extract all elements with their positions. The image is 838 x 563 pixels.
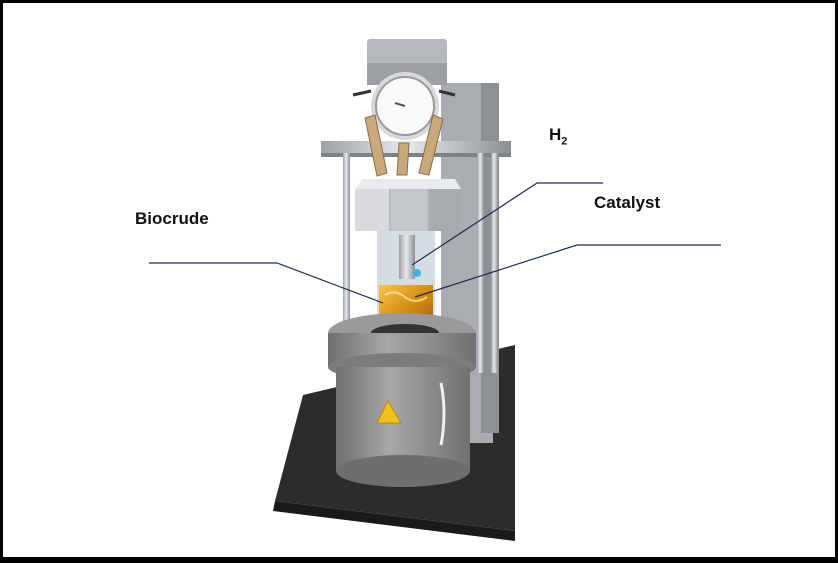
clamp-block-right xyxy=(429,189,461,231)
support-rod-right-1 xyxy=(477,153,484,373)
label-catalyst: Catalyst xyxy=(594,193,661,212)
label-h2: H2 xyxy=(549,125,567,147)
clamp-block-left xyxy=(355,189,389,231)
pressure-gauge-icon xyxy=(371,72,439,140)
support-rod-right-2 xyxy=(491,153,498,373)
gauge-arm-left xyxy=(352,89,372,97)
stirrer-shaft xyxy=(399,235,415,279)
label-biocrude: Biocrude xyxy=(135,209,209,228)
clamp-top xyxy=(355,179,461,189)
liquid-shine xyxy=(384,291,428,302)
warning-triangle-icon xyxy=(376,399,402,424)
clamp-block-mid xyxy=(391,189,427,231)
leader-line-h2 xyxy=(411,182,603,266)
gauge-arm-right xyxy=(438,89,456,97)
valve-tubes xyxy=(364,114,444,177)
heater-body xyxy=(336,367,470,471)
heater-handle xyxy=(439,382,446,446)
base-mat-edge xyxy=(273,501,515,541)
top-plate xyxy=(321,141,511,155)
support-rod-left xyxy=(343,153,350,331)
leader-line-catalyst xyxy=(414,244,721,298)
heater-bottom xyxy=(336,455,470,487)
label-h2-subscript: 2 xyxy=(561,135,568,148)
catalyst-bead xyxy=(413,269,421,277)
leader-line-biocrude xyxy=(149,262,384,304)
reactor-illustration xyxy=(149,39,721,541)
top-plate-shadow xyxy=(321,153,511,157)
label-h2-base: H xyxy=(549,125,562,144)
